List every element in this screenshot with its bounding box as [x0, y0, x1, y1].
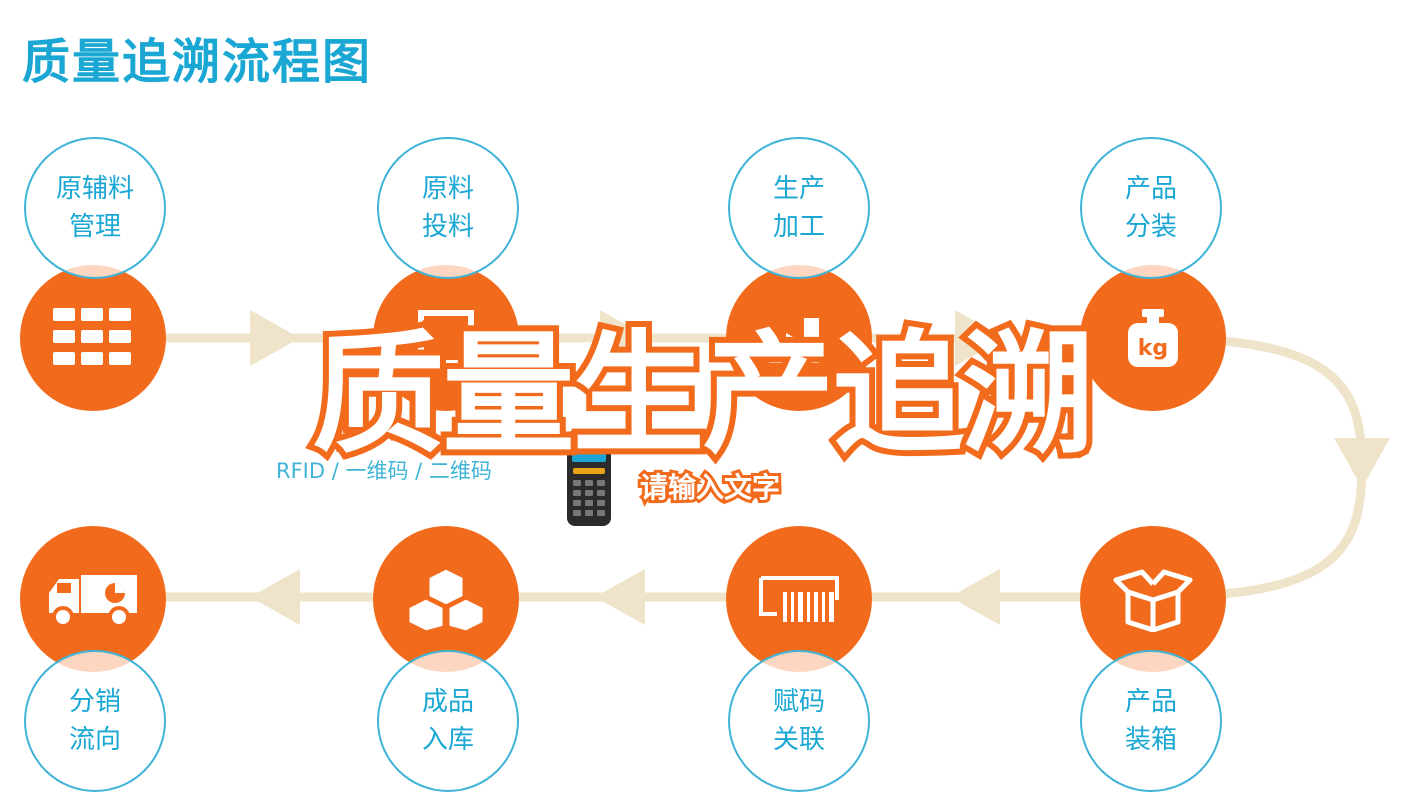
- step-label-line1: 原辅料: [55, 174, 134, 204]
- step-production-processing: 生产加工: [728, 137, 870, 279]
- open-box-icon: [1113, 569, 1193, 632]
- input-icon: [418, 310, 474, 366]
- step-label-line2: 管理: [68, 212, 121, 242]
- truck-icon: [49, 575, 137, 628]
- step-label-line2: 投料: [421, 212, 474, 242]
- page-title: 质量追溯流程图: [22, 34, 373, 90]
- step-raw-material-feeding: 原料投料: [377, 137, 519, 279]
- step-boxing-icon-circle: [1080, 526, 1226, 672]
- step-label-line1: 分销: [68, 687, 121, 717]
- step-distribution-flow: 分销流向: [24, 650, 166, 792]
- step-feeding-icon-circle: [373, 265, 519, 411]
- step-label-line1: 原料: [421, 174, 474, 204]
- step-code-association: 赋码关联: [728, 650, 870, 792]
- step-product-packaging: 产品分装: [1080, 137, 1222, 279]
- step-label-line1: 生产: [772, 174, 825, 204]
- step-label-line2: 入库: [421, 725, 474, 755]
- arrow-left-3: [250, 569, 300, 625]
- arrow-right-3: [955, 310, 1005, 366]
- kg-text: kg: [1138, 336, 1168, 361]
- step-processing-icon-circle: [726, 265, 872, 411]
- barcode-icon: [759, 576, 839, 622]
- step-raw-material-icon-circle: [20, 265, 166, 411]
- step-label-line1: 赋码: [772, 687, 825, 717]
- arrow-down: [1334, 438, 1390, 488]
- arrow-left-2: [595, 569, 645, 625]
- step-label-line2: 流向: [68, 725, 121, 755]
- step-label-line2: 加工: [772, 212, 825, 242]
- step-label-line2: 关联: [772, 725, 825, 755]
- step-label-line2: 装箱: [1124, 725, 1177, 755]
- grid-icon: [53, 308, 131, 365]
- overlay-subtitle: 请输入文字: [637, 468, 783, 507]
- step-finished-warehousing: 成品入库: [377, 650, 519, 792]
- factory-icon: [769, 318, 819, 363]
- arrow-right-2: [600, 310, 650, 366]
- step-label-line1: 产品: [1124, 687, 1177, 717]
- arrow-left-1: [950, 569, 1000, 625]
- step-raw-material-management: 原辅料管理: [24, 137, 166, 279]
- arrow-right-1: [250, 310, 300, 366]
- step-label-line2: 分装: [1124, 212, 1177, 242]
- boxes-icon: [406, 566, 486, 632]
- weight-kg-icon: kg: [1128, 309, 1178, 367]
- step-label-line1: 产品: [1124, 174, 1177, 204]
- step-warehousing-icon-circle: [373, 526, 519, 672]
- step-product-boxing: 产品装箱: [1080, 650, 1222, 792]
- step-distribution-icon-circle: [20, 526, 166, 672]
- step-label-line1: 成品: [421, 687, 474, 717]
- step-packaging-icon-circle: kg: [1080, 265, 1226, 411]
- rfid-label: RFID / 一维码 / 二维码: [276, 459, 492, 483]
- handheld-scanner-icon: [567, 430, 611, 526]
- overlay-headline: 质量生产追溯: [307, 312, 1101, 478]
- step-coding-icon-circle: [726, 526, 872, 672]
